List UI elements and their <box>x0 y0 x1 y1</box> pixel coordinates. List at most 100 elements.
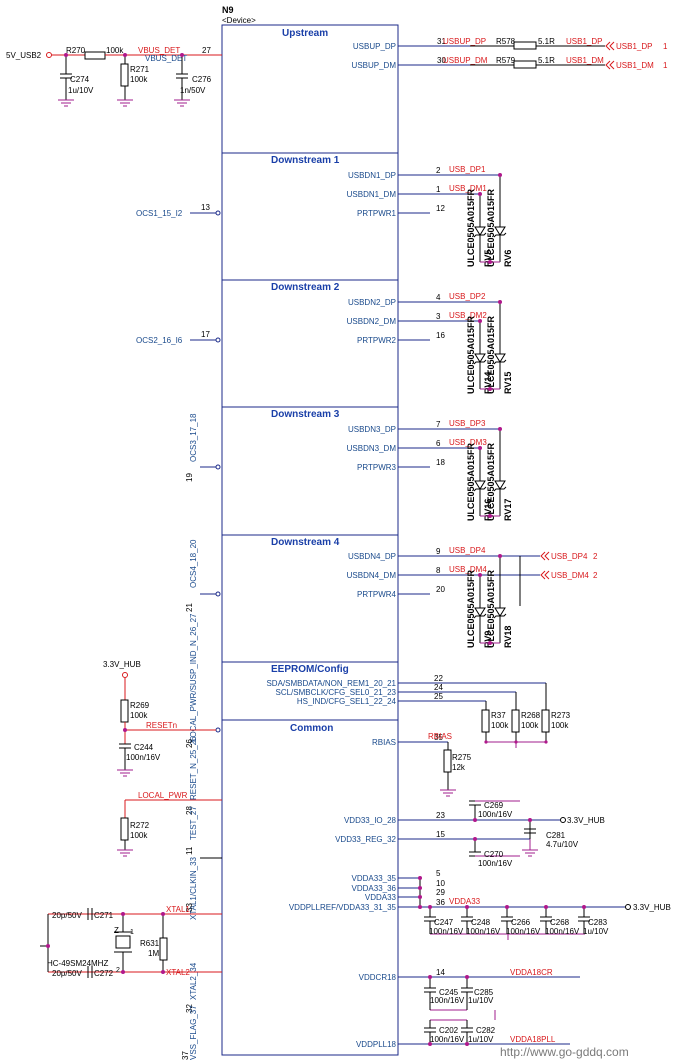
svg-text:PRTPWR3: PRTPWR3 <box>357 463 397 472</box>
tvs-diode-icon <box>473 352 487 389</box>
svg-text:R269: R269 <box>130 701 150 710</box>
svg-text:37: 37 <box>181 1051 190 1060</box>
svg-text:100n/16V: 100n/16V <box>478 810 513 819</box>
svg-text:1: 1 <box>663 61 668 70</box>
svg-text:VDDPLLREF/VDDA33_31_35: VDDPLLREF/VDDA33_31_35 <box>289 903 397 912</box>
r579-body <box>513 60 537 69</box>
svg-text:15: 15 <box>436 830 445 839</box>
tvs-part-label: ULCE0505A015FR <box>466 188 476 267</box>
cap-ref: C247 <box>434 918 454 927</box>
tvs-diode-icon <box>493 606 507 643</box>
svg-text:5.1R: 5.1R <box>538 56 555 65</box>
section-common: Common <box>290 723 333 734</box>
svg-text:PRTPWR2: PRTPWR2 <box>357 336 397 345</box>
svg-text:35: 35 <box>434 733 443 742</box>
svg-text:C245: C245 <box>439 988 459 997</box>
svg-text:1u/10V: 1u/10V <box>68 86 94 95</box>
svg-text:R272: R272 <box>130 821 150 830</box>
svg-text:C244: C244 <box>134 743 154 752</box>
pin-usbdn4-dm: USBDN4_DM 8 <box>347 566 540 580</box>
tvs-ref-label: RV14 <box>483 372 493 394</box>
svg-text:100k: 100k <box>130 831 148 840</box>
svg-text:18: 18 <box>436 458 445 467</box>
net-label: USB_DP3 <box>449 419 486 428</box>
reset-network: 3.3V_HUB R269 100k RESETn C244 100n/16V <box>103 660 177 777</box>
tvs-ref-label: RV15 <box>503 372 513 394</box>
ground-symbol <box>117 769 133 777</box>
ground-symbol <box>58 99 74 107</box>
svg-text:22: 22 <box>434 674 443 683</box>
svg-text:8: 8 <box>436 566 441 575</box>
pin-usbdn1-dm: USBDN1_DM 1 <box>347 185 480 199</box>
svg-text:R271: R271 <box>130 65 150 74</box>
cap-value: 100n/16V <box>429 927 464 936</box>
ground-symbol <box>522 849 538 857</box>
pin-sda: SDA/SMBDATA/NON_REM1_20_21 22 <box>266 674 546 688</box>
svg-text:Z: Z <box>114 926 119 935</box>
svg-text:100n/16V: 100n/16V <box>478 859 513 868</box>
tvs-part-label: ULCE0505A015FR <box>486 442 496 521</box>
svg-text:XTAL1: XTAL1 <box>166 905 190 914</box>
svg-text:XTAL1/CLKIN_33: XTAL1/CLKIN_33 <box>189 856 198 920</box>
svg-text:7: 7 <box>436 420 441 429</box>
svg-text:USBDN1_DM: USBDN1_DM <box>347 190 397 199</box>
svg-text:R273: R273 <box>551 711 571 720</box>
cap-value: 1u/10V <box>583 927 609 936</box>
svg-text:14: 14 <box>436 968 445 977</box>
svg-text:100k: 100k <box>130 75 148 84</box>
svg-text:OCS4_18_20: OCS4_18_20 <box>189 539 198 588</box>
svg-text:4: 4 <box>436 293 441 302</box>
svg-text:USBDN2_DP: USBDN2_DP <box>348 298 396 307</box>
svg-text:100k: 100k <box>491 721 509 730</box>
svg-text:6: 6 <box>436 439 441 448</box>
svg-text:3.3V_HUB: 3.3V_HUB <box>567 816 605 825</box>
config-resistors: R37 100k R268 100k R273 100k <box>481 683 571 748</box>
net-label: USB_DM2 <box>449 311 487 320</box>
tvs-part-label: ULCE0505A015FR <box>466 315 476 394</box>
svg-text:C202: C202 <box>439 1026 459 1035</box>
svg-text:LOCAL_PWR/SUSP_IND_N_26_27: LOCAL_PWR/SUSP_IND_N_26_27 <box>189 613 198 742</box>
svg-text:RBIAS: RBIAS <box>372 738 396 747</box>
tvs-diode-icon <box>473 606 487 643</box>
svg-text:VDDA33_35: VDDA33_35 <box>352 874 397 883</box>
svg-text:USBDN3_DM: USBDN3_DM <box>347 444 397 453</box>
pin-usbdn1-dp: USBDN1_DP 2 <box>348 166 500 180</box>
svg-text:VSS_FLAG_37: VSS_FLAG_37 <box>189 1005 198 1060</box>
tvs-diode-icon <box>493 352 507 389</box>
section-downstream-2: Downstream 2 <box>271 282 340 293</box>
svg-text:VDDCR18: VDDCR18 <box>359 973 397 982</box>
svg-text:PRTPWR4: PRTPWR4 <box>357 590 397 599</box>
svg-text:XTAL2: XTAL2 <box>166 968 190 977</box>
svg-text:100n/16V: 100n/16V <box>430 1035 465 1044</box>
net-label: RBIAS <box>428 732 452 741</box>
svg-text:R37: R37 <box>491 711 506 720</box>
svg-text:29: 29 <box>436 888 445 897</box>
svg-text:R631: R631 <box>140 939 160 948</box>
tvs-diode-icon <box>493 225 507 262</box>
section-eeprom-config: EEPROM/Config <box>271 664 349 675</box>
svg-text:TEST_27: TEST_27 <box>189 806 198 840</box>
ground-symbol <box>174 99 190 107</box>
net-label: USB_DP1 <box>449 165 486 174</box>
chip-body <box>221 24 399 1056</box>
svg-text:17: 17 <box>201 330 210 339</box>
svg-text:20p/50V: 20p/50V <box>52 969 82 978</box>
svg-text:VDD33_REG_32: VDD33_REG_32 <box>335 835 396 844</box>
section-downstream-3: Downstream 3 <box>271 409 340 420</box>
svg-text:C274: C274 <box>70 75 90 84</box>
pin-vdda33: VDDA33 29 <box>365 888 446 902</box>
svg-text:R579: R579 <box>496 56 516 65</box>
watermark: http://www.go-gddq.com <box>500 1045 629 1059</box>
pin-prtpwr2: PRTPWR2 16 <box>357 331 445 345</box>
net-label: USB_DP2 <box>449 292 486 301</box>
pin-scl: SCL/SMBCLK/CFG_SEL0_21_23 24 <box>275 683 516 697</box>
pin-hs-ind: HS_IND/CFG_SEL1_22_24 25 <box>297 692 486 706</box>
cap-value: 100n/16V <box>466 927 501 936</box>
svg-text:USBDN1_DP: USBDN1_DP <box>348 171 396 180</box>
svg-text:5V_USB2: 5V_USB2 <box>6 51 42 60</box>
pin-rbias: RBIAS 35 <box>372 733 448 747</box>
pin-vddpll18: VDDPLL18 <box>356 1040 570 1049</box>
